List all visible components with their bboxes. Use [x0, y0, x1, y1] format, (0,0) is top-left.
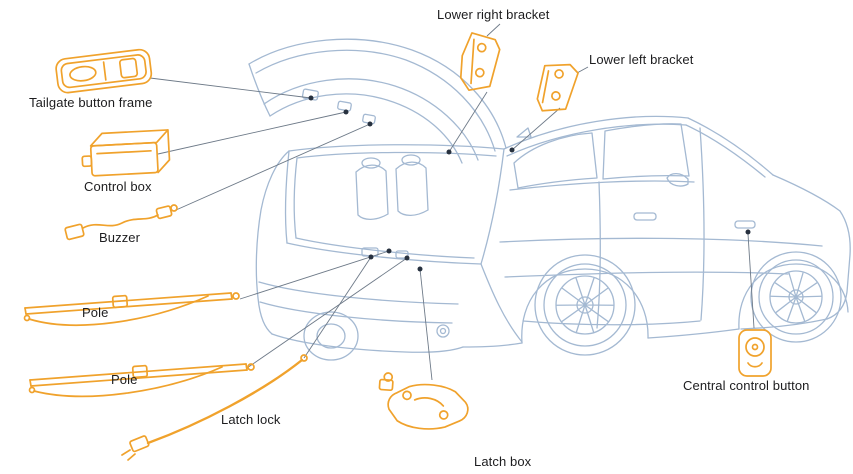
open-tailgate: [248, 38, 507, 164]
pole-upper-icon: [23, 292, 240, 326]
car-interior: [355, 154, 429, 259]
label-central-control-button: Central control button: [683, 378, 810, 393]
lower-left-bracket-icon: [536, 63, 579, 112]
label-pole-upper: Pole: [82, 305, 109, 320]
buzzer-icon: [64, 204, 178, 241]
label-tailgate-button-frame: Tailgate button frame: [29, 95, 153, 110]
label-buzzer: Buzzer: [99, 230, 141, 245]
attachment-dots: [308, 95, 751, 272]
car-body-side: [462, 115, 851, 348]
car-illustration: [248, 38, 851, 361]
leader-lines: [149, 23, 755, 381]
control-box-icon: [81, 129, 171, 177]
label-latch-box: Latch box: [474, 454, 532, 469]
rear-wheel: [534, 254, 636, 356]
rear-aperture: [284, 144, 505, 265]
rear-bumper: [255, 150, 523, 361]
tailgate-button-frame-icon: [55, 48, 153, 94]
front-wheel: [750, 251, 842, 343]
label-latch-lock: Latch lock: [221, 412, 281, 427]
pole-lower-icon: [28, 363, 255, 398]
central-control-button-icon: [738, 329, 772, 377]
lower-right-bracket-icon: [459, 32, 501, 92]
label-pole-lower: Pole: [111, 372, 138, 387]
label-lower-right-bracket: Lower right bracket: [437, 7, 550, 22]
latch-lock-icon: [121, 354, 308, 461]
label-control-box: Control box: [84, 179, 152, 194]
latch-box-icon: [378, 372, 469, 430]
label-lower-left-bracket: Lower left bracket: [589, 52, 694, 67]
